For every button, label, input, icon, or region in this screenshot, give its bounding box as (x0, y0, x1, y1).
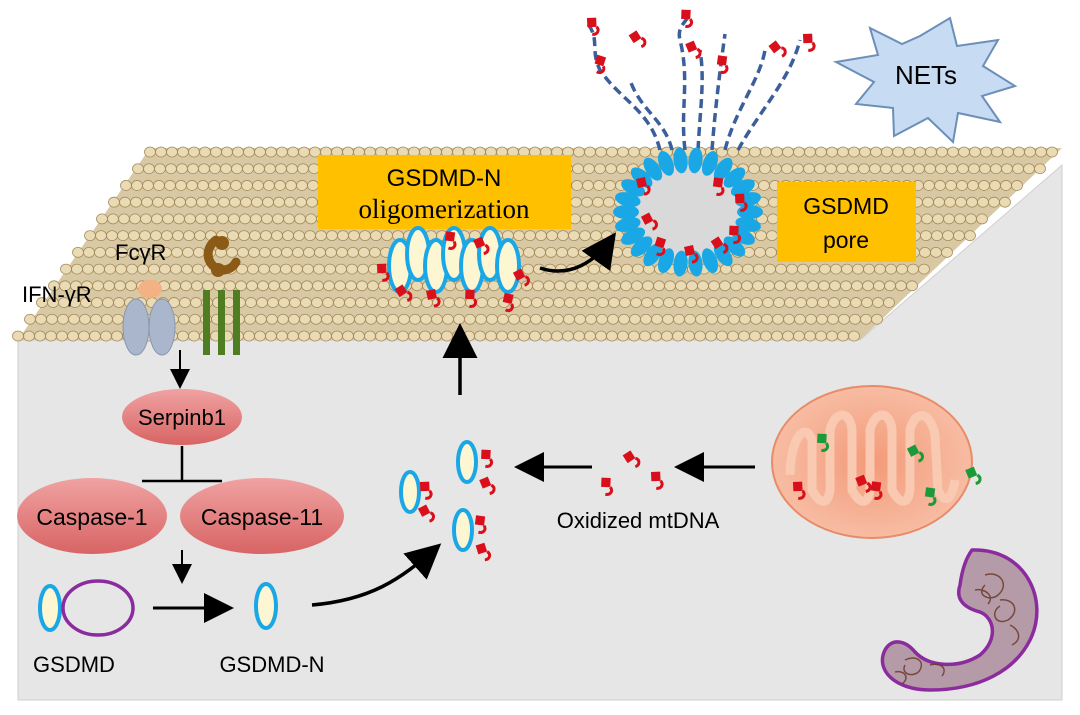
caspase-1-node: Caspase-1 (17, 478, 167, 554)
arrow-oligomer-to-pore (539, 232, 617, 273)
gsdmd-n-label: GSDMD-N (219, 652, 324, 677)
gsdmd-label: GSDMD (33, 652, 115, 677)
pore-label-line2: pore (823, 227, 869, 253)
net-dna-strands (586, 13, 802, 151)
ifngr-receptor: IFN-γR (22, 280, 176, 356)
oligomerization-label-box: GSDMD-N oligomerization (318, 155, 571, 229)
oligomerization-label-line2: oligomerization (359, 194, 530, 224)
oxidized-mtdna: Oxidized mtDNA (557, 450, 720, 533)
gsdmd-n-protein: GSDMD-N (219, 582, 325, 677)
endoplasmic-reticulum-organelle (880, 548, 1039, 692)
caspase-11-node: Caspase-11 (180, 478, 344, 554)
net-dna-fragments (586, 9, 816, 75)
serpinb1-label: Serpinb1 (138, 405, 226, 430)
pore-label-box: GSDMD pore (777, 182, 916, 262)
nets-label: NETs (895, 60, 957, 90)
caspase-1-label: Caspase-1 (36, 504, 147, 530)
fcgr-receptor: FcγR (115, 235, 241, 355)
caspase-11-label: Caspase-11 (201, 504, 323, 530)
fcgr-label: FcγR (115, 240, 166, 265)
oligomerization-label-line1: GSDMD-N (387, 165, 502, 192)
oxidized-mtdna-label: Oxidized mtDNA (557, 508, 720, 533)
mitochondrion (771, 385, 982, 539)
pore-label-line1: GSDMD (803, 193, 889, 219)
gsdmd-full-protein: GSDMD (33, 579, 135, 677)
inhibition-bar (142, 446, 222, 483)
gsdmd-n-mtdna-complex (399, 440, 496, 562)
arrow-gsdmd-n-to-binding (311, 543, 442, 607)
serpinb1-node: Serpinb1 (122, 389, 242, 445)
nets-star: NETs (832, 16, 1018, 145)
gsdmd-n-oligomer (376, 226, 530, 312)
ifngr-label: IFN-γR (22, 282, 92, 307)
gsdmd-pore (613, 147, 763, 277)
